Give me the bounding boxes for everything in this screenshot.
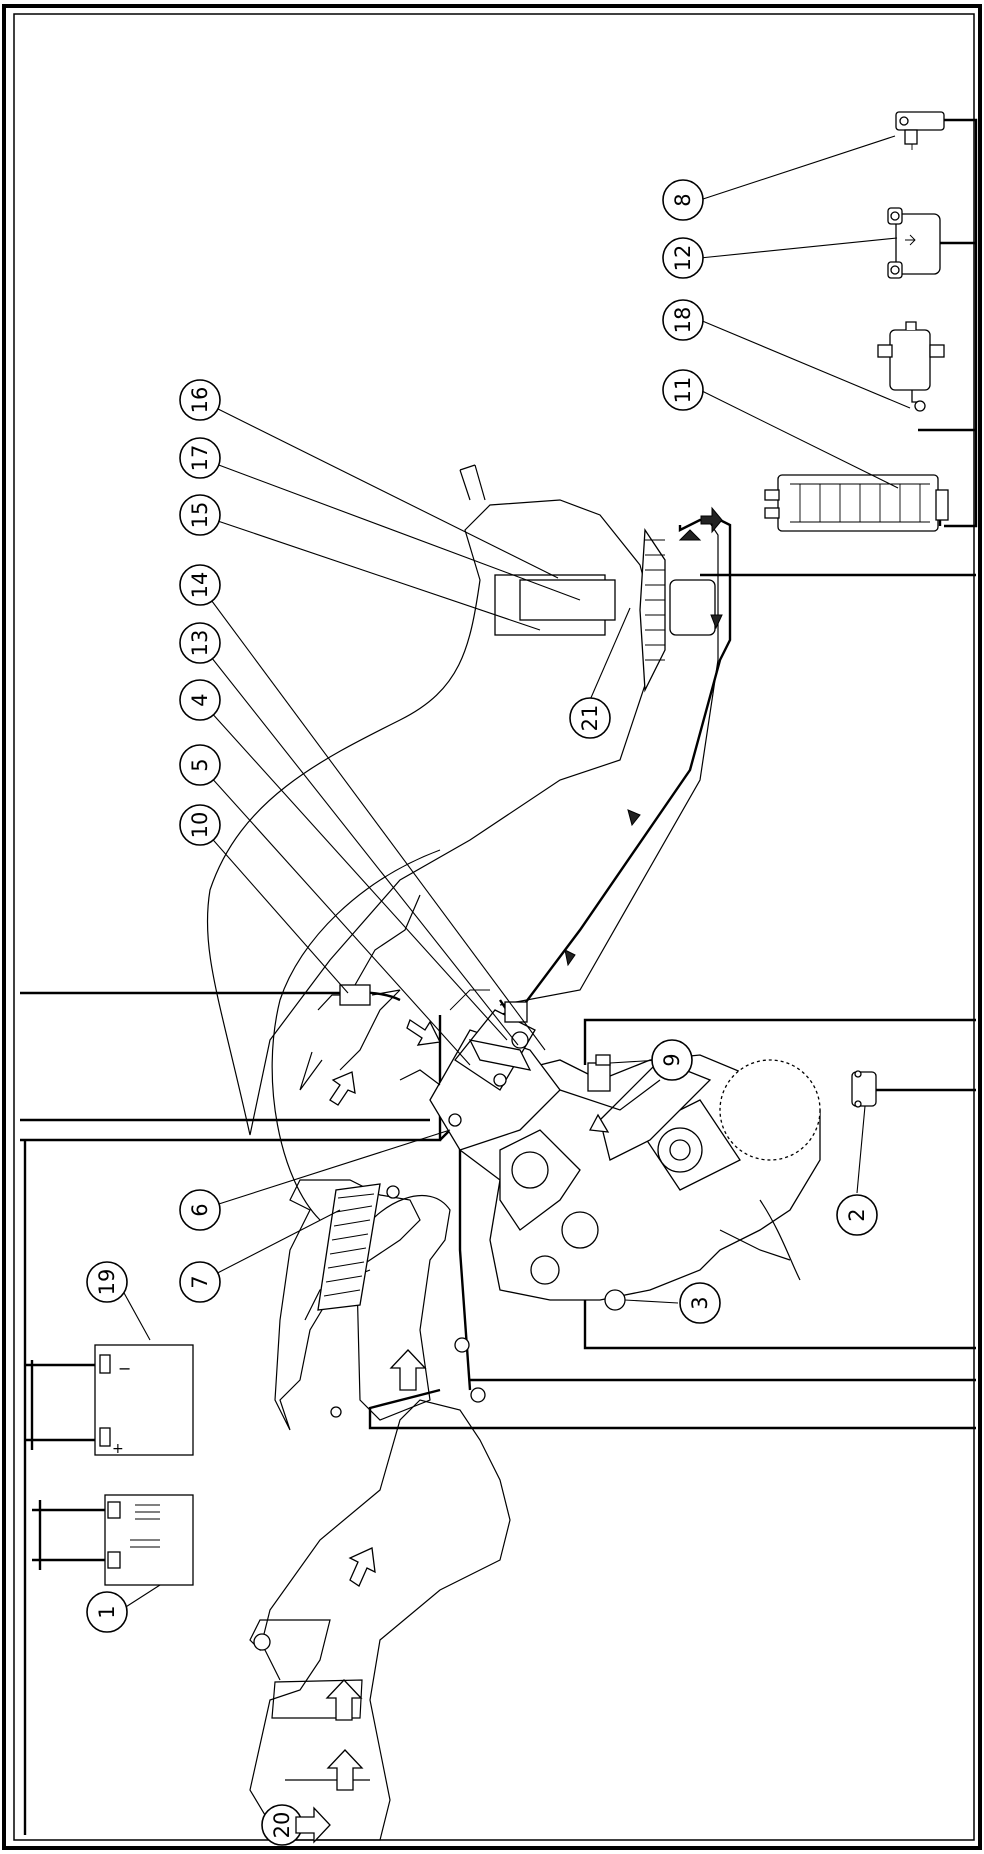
callout-14-label: 14 <box>188 572 212 599</box>
callout-4: 4 <box>179 679 221 721</box>
intake-filter <box>317 1183 381 1311</box>
callout-7: 7 <box>179 1261 221 1303</box>
fuel-tank-outline <box>206 464 661 1221</box>
air-flow-arrows <box>325 1019 610 1791</box>
callout-21-label: 21 <box>578 705 602 732</box>
callout-leaders <box>117 135 911 1826</box>
callout-15-label: 15 <box>188 502 212 529</box>
intake-air-arrow <box>295 1806 331 1844</box>
callout-18-label: 18 <box>671 307 695 334</box>
tip-over-sensor-12 <box>887 207 941 279</box>
callout-13-label: 13 <box>188 630 212 657</box>
callout-15: 15 <box>179 494 221 536</box>
air-intake-duct <box>249 1399 511 1841</box>
callout-16: 16 <box>179 379 221 421</box>
callout-2-label: 2 <box>845 1208 869 1221</box>
callout-2: 2 <box>836 1194 878 1236</box>
engine-block <box>459 1054 877 1311</box>
callout-9: 9 <box>651 1039 693 1081</box>
callout-7-label: 7 <box>188 1275 212 1288</box>
callout-4-label: 4 <box>188 693 212 706</box>
callout-17: 17 <box>179 437 221 479</box>
callout-20-label: 20 <box>270 1812 294 1839</box>
fuel-flow-arrows <box>564 506 723 967</box>
callout-17-label: 17 <box>188 445 212 472</box>
battery-minus-symbol: − <box>118 1359 131 1378</box>
callout-19-label: 19 <box>95 1269 119 1296</box>
callout-11-label: 11 <box>671 377 695 404</box>
callout-6-label: 6 <box>188 1203 212 1216</box>
map-sensor-8 <box>895 111 945 150</box>
callout-11: 11 <box>662 369 704 411</box>
battery-19: − + <box>94 1344 194 1457</box>
callout-16-label: 16 <box>188 387 212 414</box>
callout-10-label: 10 <box>188 812 212 839</box>
callout-18: 18 <box>662 299 704 341</box>
airbox <box>274 1179 486 1431</box>
idle-valve-10 <box>299 894 421 1091</box>
callout-3: 3 <box>679 1282 721 1324</box>
callout-13: 13 <box>179 622 221 664</box>
callout-10: 10 <box>179 804 221 846</box>
callout-6: 6 <box>179 1189 221 1231</box>
callout-12-label: 12 <box>671 245 695 272</box>
callout-5: 5 <box>179 744 221 786</box>
callout-14: 14 <box>179 564 221 606</box>
callout-8: 8 <box>662 179 704 221</box>
callout-12: 12 <box>662 237 704 279</box>
battery-plus-symbol: + <box>112 1441 124 1457</box>
diagram-frame <box>2 4 982 1850</box>
throttle-body <box>339 989 561 1151</box>
fuel-pump-module <box>494 518 732 1017</box>
ecu-11 <box>764 474 949 532</box>
callout-3-label: 3 <box>688 1296 712 1309</box>
callout-19: 19 <box>86 1261 128 1303</box>
callout-5-label: 5 <box>188 758 212 771</box>
callout-20: 20 <box>261 1804 303 1846</box>
battery-1 <box>104 1494 194 1586</box>
callout-21: 21 <box>569 697 611 739</box>
callout-1: 1 <box>86 1591 128 1633</box>
relay-18 <box>877 321 945 412</box>
callout-1-label: 1 <box>95 1605 119 1618</box>
callout-9-label: 9 <box>660 1053 684 1066</box>
callout-8-label: 8 <box>671 193 695 206</box>
